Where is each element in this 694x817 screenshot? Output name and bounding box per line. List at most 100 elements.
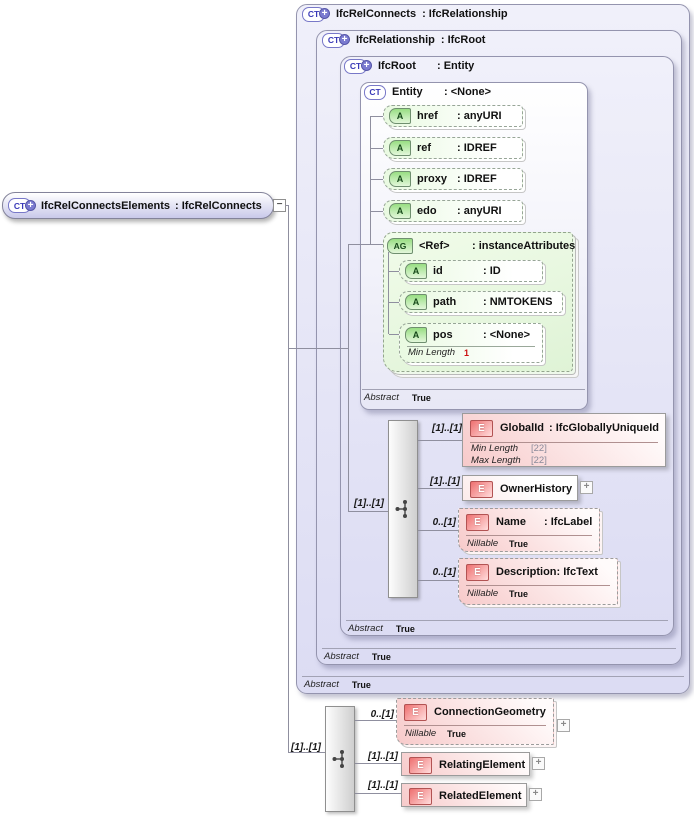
type-name: IfcRoot [378, 60, 416, 72]
element-relatingelement[interactable]: E RelatingElement [401, 752, 530, 776]
facet-value: [22] [531, 454, 547, 466]
element-icon: E [466, 513, 489, 531]
attribute-type: : NMTOKENS [483, 296, 553, 308]
attribute-proxy[interactable]: A proxy : IDREF [383, 168, 523, 190]
connector-line [349, 511, 388, 512]
connector-line [418, 580, 458, 581]
cardinality-label: [1]..[1] [430, 476, 460, 487]
element-name: OwnerHistory [500, 483, 573, 495]
type-name: IfcRelationship [356, 34, 435, 46]
facet-label: Nillable [405, 728, 437, 739]
attribute-type: : IDREF [457, 142, 497, 154]
facet-row: Nillable True [459, 536, 599, 550]
attribute-name: proxy [417, 173, 447, 185]
facet-label: Nillable [467, 538, 499, 549]
header-ifcrelationship[interactable]: CT+ IfcRelationship : IfcRoot [322, 32, 485, 48]
attribute-icon: A [405, 294, 427, 310]
complex-type-icon: CT+ [302, 6, 330, 22]
connector-line [389, 302, 399, 303]
attribute-group-type: : instanceAttributes [472, 240, 576, 252]
element-name-ifclabel[interactable]: E Name : IfcLabel Nillable True [458, 508, 600, 552]
facet-label: Min Length [408, 347, 456, 358]
element-globalid[interactable]: E GlobalId : IfcGloballyUniqueId Min Len… [462, 413, 666, 467]
facet-label: Max Length [471, 454, 521, 466]
abstract-value: True [371, 652, 391, 662]
abstract-label: Abstract [348, 623, 383, 634]
plus-badge-icon: + [339, 34, 350, 45]
header-ifcrelconnects[interactable]: CT+ IfcRelConnects : IfcRelationship [302, 6, 508, 22]
element-name: RelatingElement [439, 759, 526, 771]
abstract-label: Abstract [364, 392, 399, 403]
attribute-path[interactable]: A path : NMTOKENS [399, 291, 563, 313]
base-type: : IfcRoot [440, 34, 486, 46]
element-icon: E [466, 563, 489, 581]
element-icon: E [470, 419, 493, 437]
plus-badge-icon: + [361, 60, 372, 71]
cardinality-label: [1]..[1] [368, 780, 398, 791]
element-name: ConnectionGeometry [434, 706, 546, 718]
abstract-row-entity: Abstract True [362, 389, 585, 403]
element-ownerhistory[interactable]: E OwnerHistory [462, 475, 578, 501]
facet-value: True [509, 539, 529, 549]
expand-button[interactable]: + [580, 481, 593, 494]
abstract-value: True [351, 680, 371, 690]
plus-badge-icon: + [319, 8, 330, 19]
sequence-icon [332, 750, 344, 768]
complex-type-icon: CT+ [322, 32, 350, 48]
connector-line [371, 116, 383, 117]
element-type: : IfcGloballyUniqueId [549, 422, 660, 434]
attribute-pos[interactable]: A pos : <None> Min Length 1 [399, 323, 543, 363]
sequence-bar-ifcrelconnects[interactable] [325, 706, 355, 812]
attribute-id[interactable]: A id : ID [399, 260, 543, 282]
header-entity[interactable]: CT Entity : <None> [364, 84, 491, 100]
attribute-name: path [433, 296, 457, 308]
attribute-group-name: <Ref> [419, 240, 450, 252]
connector-line [418, 530, 458, 531]
connector-line [371, 211, 383, 212]
complex-type-icon: CT+ [344, 58, 372, 74]
facet-value: True [447, 729, 467, 739]
connector-line [348, 244, 349, 512]
sequence-bar-ifcroot[interactable] [388, 420, 418, 598]
base-type: : IfcRelationship [422, 8, 508, 20]
expand-button[interactable]: + [529, 788, 542, 801]
attribute-icon: A [405, 327, 427, 343]
root-element-name: IfcRelConnectsElements [41, 199, 170, 212]
element-row: E RelatedElement [402, 784, 526, 808]
connector-line [285, 205, 289, 206]
cardinality-label: [1]..[1] [368, 751, 398, 762]
connector-line [388, 252, 389, 334]
element-connectiongeometry[interactable]: E ConnectionGeometry Nillable True [396, 698, 554, 745]
facet-row: Min Length 1 [400, 347, 542, 359]
header-ifcroot[interactable]: CT+ IfcRoot : Entity [344, 58, 474, 74]
complex-type-icon: CT [364, 84, 386, 100]
cardinality-label: [1]..[1] [432, 423, 462, 434]
facet-separator [407, 346, 535, 347]
element-relatedelement[interactable]: E RelatedElement [401, 783, 527, 807]
element-name: GlobalId [500, 422, 544, 434]
connector-line [288, 348, 349, 349]
cardinality-label: 0..[1] [432, 567, 456, 578]
attribute-icon: A [389, 108, 411, 124]
element-description[interactable]: E Description : IfcText Nillable True [458, 558, 618, 605]
connector-line [418, 488, 462, 489]
facet-separator [466, 585, 610, 586]
abstract-row-ifcrelconnects: Abstract True [302, 676, 684, 690]
root-element-ifcrelconnectselements[interactable]: CT+ IfcRelConnectsElements : IfcRelConne… [2, 192, 274, 219]
element-icon: E [409, 787, 432, 805]
element-row: E OwnerHistory [463, 476, 577, 502]
expand-button[interactable]: + [532, 757, 545, 770]
collapse-button[interactable]: − [273, 199, 286, 212]
attribute-href[interactable]: A href : anyURI [383, 105, 523, 127]
attribute-icon: A [389, 140, 411, 156]
connector-line [389, 334, 399, 335]
attribute-ref[interactable]: A ref : IDREF [383, 137, 523, 159]
facet-label: Min Length [471, 443, 519, 454]
sequence-icon [395, 500, 407, 518]
attribute-name: pos [433, 329, 453, 341]
connector-line [389, 271, 399, 272]
facet-label: Nillable [467, 588, 499, 599]
facet-separator [466, 535, 592, 536]
attribute-edo[interactable]: A edo : anyURI [383, 200, 523, 222]
expand-button[interactable]: + [557, 719, 570, 732]
